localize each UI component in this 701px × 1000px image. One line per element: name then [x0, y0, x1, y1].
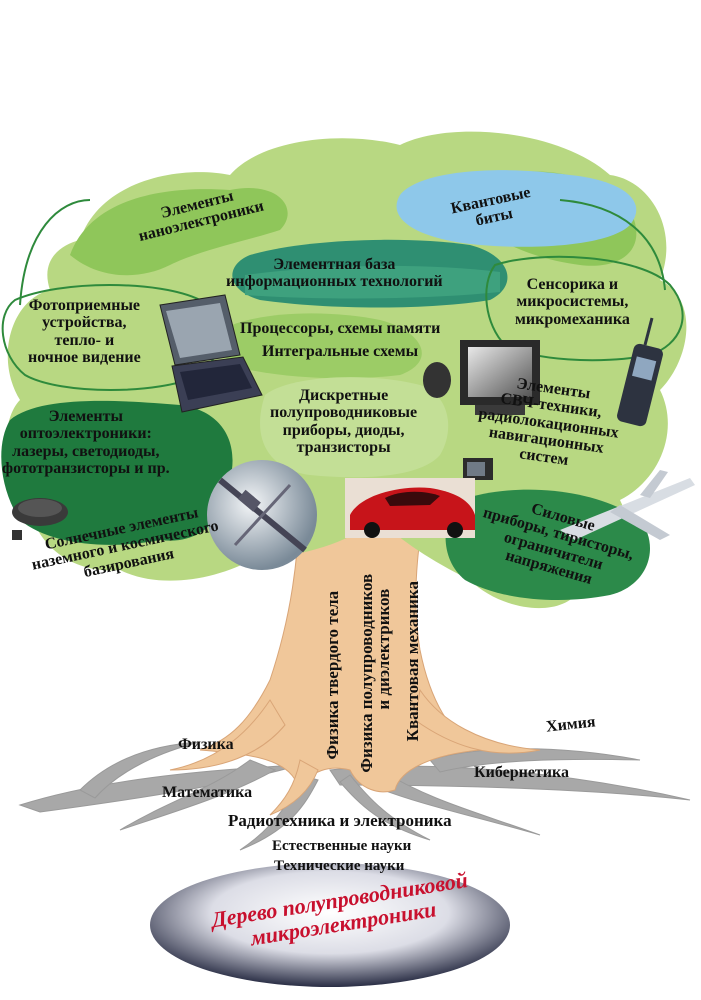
- phone-image: [617, 317, 663, 427]
- label-discrete-devices-line2: полупроводниковые: [270, 404, 418, 422]
- label-optoelectronics-line2: оптоэлектроники:: [19, 425, 152, 443]
- label-optoelectronics: Элементы оптоэлектроники: лазеры, светод…: [2, 408, 170, 477]
- root-technical-sciences: Технические науки: [274, 858, 405, 874]
- airplane-image: [560, 470, 695, 540]
- small-tv-image: [463, 458, 493, 480]
- teal-band-inner: [245, 265, 500, 299]
- monitor-image: [460, 340, 540, 415]
- root-natural-sciences: Естественные науки: [272, 838, 412, 854]
- trunk-roots: [169, 688, 541, 816]
- ground-shadow: [150, 863, 510, 987]
- label-processors: Процессоры, схемы памяти: [240, 320, 440, 337]
- label-sensorics: Сенсорика и микросистемы, микромеханика: [515, 276, 630, 328]
- root-cybernetics: Кибернетика: [474, 764, 569, 781]
- label-element-base-line1: Элементная база: [273, 256, 396, 273]
- label-sensorics-line3: микромеханика: [515, 310, 630, 328]
- trunk-label-solid-state: Физика твердого тела: [322, 565, 342, 785]
- label-photodetectors-line3: тепло- и: [54, 331, 115, 349]
- trunk-label-quantum-text: Квантовая механика: [402, 581, 422, 742]
- label-optoelectronics-line4: фототранзисторы и пр.: [2, 459, 170, 477]
- trunk-label-dielectrics-text: и диэлектриков: [373, 588, 393, 710]
- trunk-label-solid-state-text: Физика твердого тела: [322, 590, 342, 760]
- label-optoelectronics-line1: Элементы: [48, 408, 123, 425]
- right-branch-outline: [559, 199, 666, 291]
- car-image: [345, 478, 475, 538]
- trunk-label-quantum: Квантовая механика: [402, 566, 422, 756]
- crown-mid-left: [70, 188, 288, 276]
- label-element-base-line2: информационных технологий: [226, 273, 443, 291]
- laptop-image: [159, 294, 263, 413]
- discrete-region: [260, 377, 449, 478]
- crown-mid-center: [216, 313, 422, 379]
- label-discrete-devices-line1: Дискретные: [298, 387, 389, 404]
- label-discrete-devices-line4: транзисторы: [296, 438, 391, 456]
- label-element-base: Элементная база информационных технологи…: [226, 256, 443, 291]
- root-mathematics: Математика: [162, 784, 253, 801]
- root-radio-electronics: Радиотехника и электроника: [228, 811, 452, 830]
- label-photodetectors-line2: устройства,: [42, 314, 127, 332]
- label-optoelectronics-line3: лазеры, светодиоды,: [12, 442, 160, 460]
- label-photodetectors-line4: ночное видение: [28, 348, 141, 366]
- solar-panel-image: [207, 460, 317, 570]
- left-branch-outline: [19, 199, 91, 306]
- label-processors-text: Процессоры, схемы памяти: [240, 320, 441, 337]
- root-physics: Физика: [178, 736, 234, 753]
- label-discrete-devices-line3: приборы, диоды,: [282, 421, 405, 439]
- label-discrete-devices: Дискретные полупроводниковые приборы, ди…: [270, 387, 417, 456]
- trunk-label-dielectrics: и диэлектриков: [373, 569, 393, 729]
- label-integrated-circuits-text: Интегральные схемы: [262, 343, 419, 360]
- mouse-image: [423, 362, 451, 398]
- quantum-blob: [396, 170, 637, 247]
- cd-player-image: [12, 498, 68, 540]
- label-photodetectors: Фотоприемные устройства, тепло- и ночное…: [28, 297, 141, 366]
- label-sensorics-line1: Сенсорика и: [526, 276, 619, 293]
- roots: [18, 741, 691, 851]
- label-sensorics-line2: микросистемы,: [516, 293, 629, 311]
- label-integrated-circuits: Интегральные схемы: [262, 343, 418, 360]
- label-photodetectors-line1: Фотоприемные: [28, 297, 141, 314]
